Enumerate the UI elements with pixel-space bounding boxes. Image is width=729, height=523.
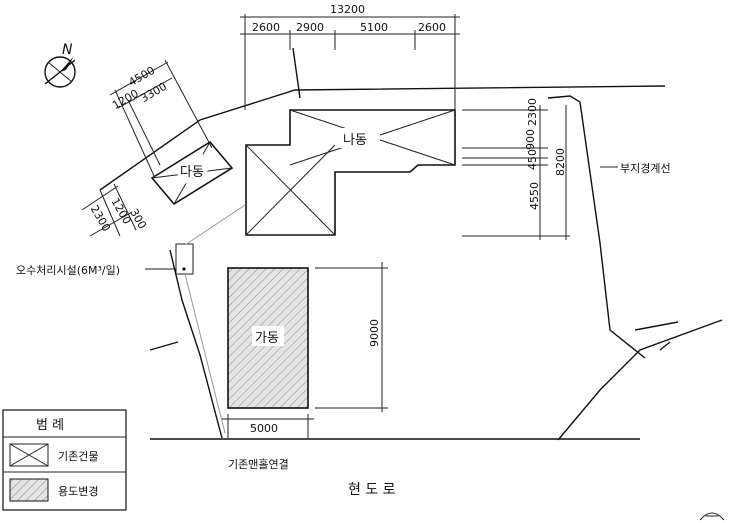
dim-da-1200: 1200 [110, 87, 141, 112]
building-ga-label: 가동 [255, 331, 279, 346]
legend-change-label: 용도변경 [58, 485, 98, 498]
right-dimension: 900 2300 450 4550 8200 [462, 98, 570, 240]
manhole-label: 기존맨홀연결 [228, 458, 289, 471]
building-da: 다동 [150, 140, 234, 206]
dim-da-2300: 2300 [88, 203, 113, 234]
dim-seg-1: 2600 [252, 21, 280, 34]
north-arrow-icon: N [44, 42, 76, 88]
corner-mark-icon [699, 512, 725, 521]
dim-right-900: 900 [524, 129, 537, 150]
sewage-label: 오수처리시설(6M³/일) [16, 263, 120, 277]
dim-seg-4: 2600 [418, 21, 446, 34]
legend-existing-swatch [9, 443, 49, 467]
sewage-facility [145, 204, 246, 434]
boundary-label: 부지경계선 [620, 162, 671, 175]
site-boundary [99, 47, 723, 441]
building-ga: 가동 [227, 267, 309, 409]
legend-title: 범 례 [36, 418, 64, 433]
dim-da-3300: 3300 [138, 80, 169, 105]
building-da-label: 다동 [180, 165, 204, 180]
road-label: 현 도 로 [348, 482, 396, 498]
north-label: N [62, 42, 73, 58]
building-na: 나동 [245, 109, 456, 236]
dim-ga-width: 5000 [250, 422, 278, 435]
da-dimension-side: 2300 1200 300 [81, 183, 149, 237]
dim-ga-height: 9000 [368, 319, 381, 347]
legend-change-swatch [9, 478, 49, 502]
dim-right-450: 450 [526, 149, 539, 170]
dim-right-4550: 4550 [528, 182, 541, 210]
legend-existing-label: 기존건물 [58, 450, 98, 463]
dim-right-8200: 8200 [554, 148, 567, 176]
building-na-label: 나동 [343, 133, 367, 148]
dim-total-width: 13200 [330, 3, 365, 16]
dim-seg-2: 2900 [296, 21, 324, 34]
dim-seg-3: 5100 [360, 21, 388, 34]
dim-right-2300: 2300 [526, 98, 539, 126]
top-dimension: 13200 2600 2900 5100 2600 [240, 3, 460, 110]
ga-dimension: 9000 5000 [222, 262, 388, 438]
legend: 범 례 기존건물 용도변경 [2, 409, 127, 511]
